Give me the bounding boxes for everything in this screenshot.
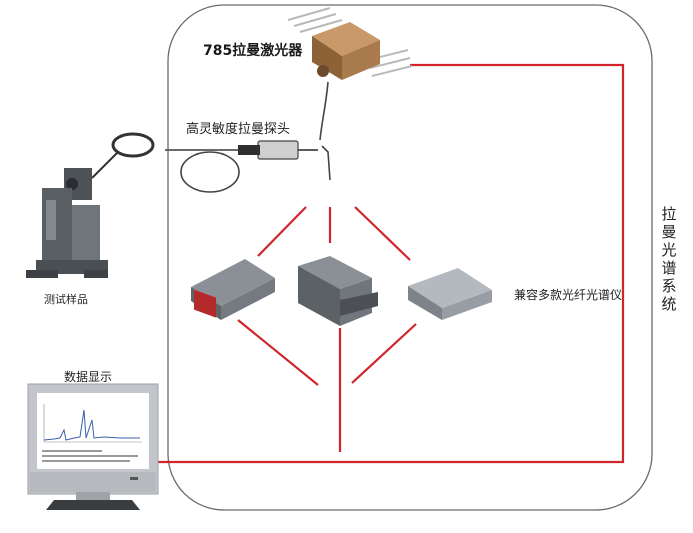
- laser-to-display-line: [148, 63, 625, 464]
- system-boundary: [167, 4, 653, 511]
- fiber-laser: [319, 81, 329, 141]
- spectrometer-center-icon: [298, 256, 378, 326]
- fan-left-lower: [237, 319, 319, 386]
- system-label: 拉曼光谱系统: [661, 205, 677, 313]
- fan-right-lower: [351, 323, 417, 384]
- raman-probe-icon: [165, 140, 318, 193]
- display-label: 数据显示: [64, 370, 113, 384]
- probe-label: 高灵敏度拉曼探头: [186, 122, 291, 137]
- connection-lines: [148, 63, 625, 464]
- laser-label: 785拉曼激光器: [203, 43, 303, 59]
- fan-right-upper: [354, 206, 411, 261]
- spectrometer-left-icon: [191, 259, 275, 320]
- fan-left-upper: [257, 206, 307, 257]
- fiber-splitter: [321, 145, 331, 181]
- sample-stage-icon: [26, 132, 155, 278]
- spectrometer-right-icon: [408, 268, 492, 320]
- sample-label: 测试样品: [44, 293, 88, 306]
- monitor-icon: [27, 383, 159, 510]
- laser-module-icon: [287, 7, 413, 80]
- compatible-spectrometers-label: 兼容多款光纤光谱仪: [514, 288, 623, 302]
